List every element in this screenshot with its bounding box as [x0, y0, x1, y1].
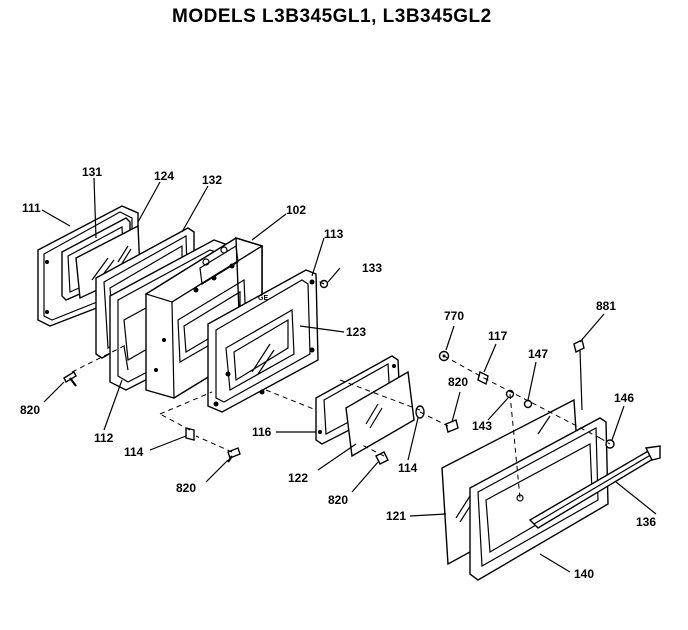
label-820-mid: 820 — [328, 493, 348, 507]
part-122-window-glass — [345, 370, 415, 458]
label-123: 123 — [346, 325, 366, 339]
label-116: 116 — [252, 425, 272, 439]
label-114-mid: 114 — [398, 461, 418, 475]
label-102: 102 — [286, 203, 306, 217]
label-112: 112 — [94, 431, 114, 445]
label-111: 111 — [22, 201, 41, 215]
label-124: 124 — [154, 169, 174, 183]
label-140: 140 — [574, 567, 594, 581]
label-117: 117 — [488, 329, 508, 343]
label-146: 146 — [614, 391, 634, 405]
label-147: 147 — [528, 347, 548, 361]
label-131: 131 — [82, 165, 102, 179]
part-113-inner-panel: GE — [207, 269, 319, 413]
part-labels: 111 131 124 132 102 113 133 123 820 112 … — [20, 165, 656, 581]
label-820-right: 820 — [448, 375, 468, 389]
svg-text:GE: GE — [258, 295, 268, 302]
label-770: 770 — [444, 309, 464, 323]
label-132: 132 — [202, 173, 222, 187]
leader-lines — [41, 177, 657, 573]
label-143: 143 — [472, 419, 492, 433]
label-113: 113 — [324, 227, 344, 241]
diagram-title: MODELS L3B345GL1, L3B345GL2 — [172, 6, 492, 27]
part-136-handle — [528, 445, 661, 529]
alignment-lines — [71, 279, 611, 499]
label-136: 136 — [636, 515, 656, 529]
label-121: 121 — [386, 509, 406, 523]
label-133: 133 — [362, 261, 382, 275]
label-881: 881 — [596, 299, 616, 313]
label-114-left: 114 — [124, 445, 144, 459]
label-122: 122 — [288, 471, 308, 485]
label-820-bottom: 820 — [176, 481, 196, 495]
label-820-left: 820 — [20, 403, 40, 417]
